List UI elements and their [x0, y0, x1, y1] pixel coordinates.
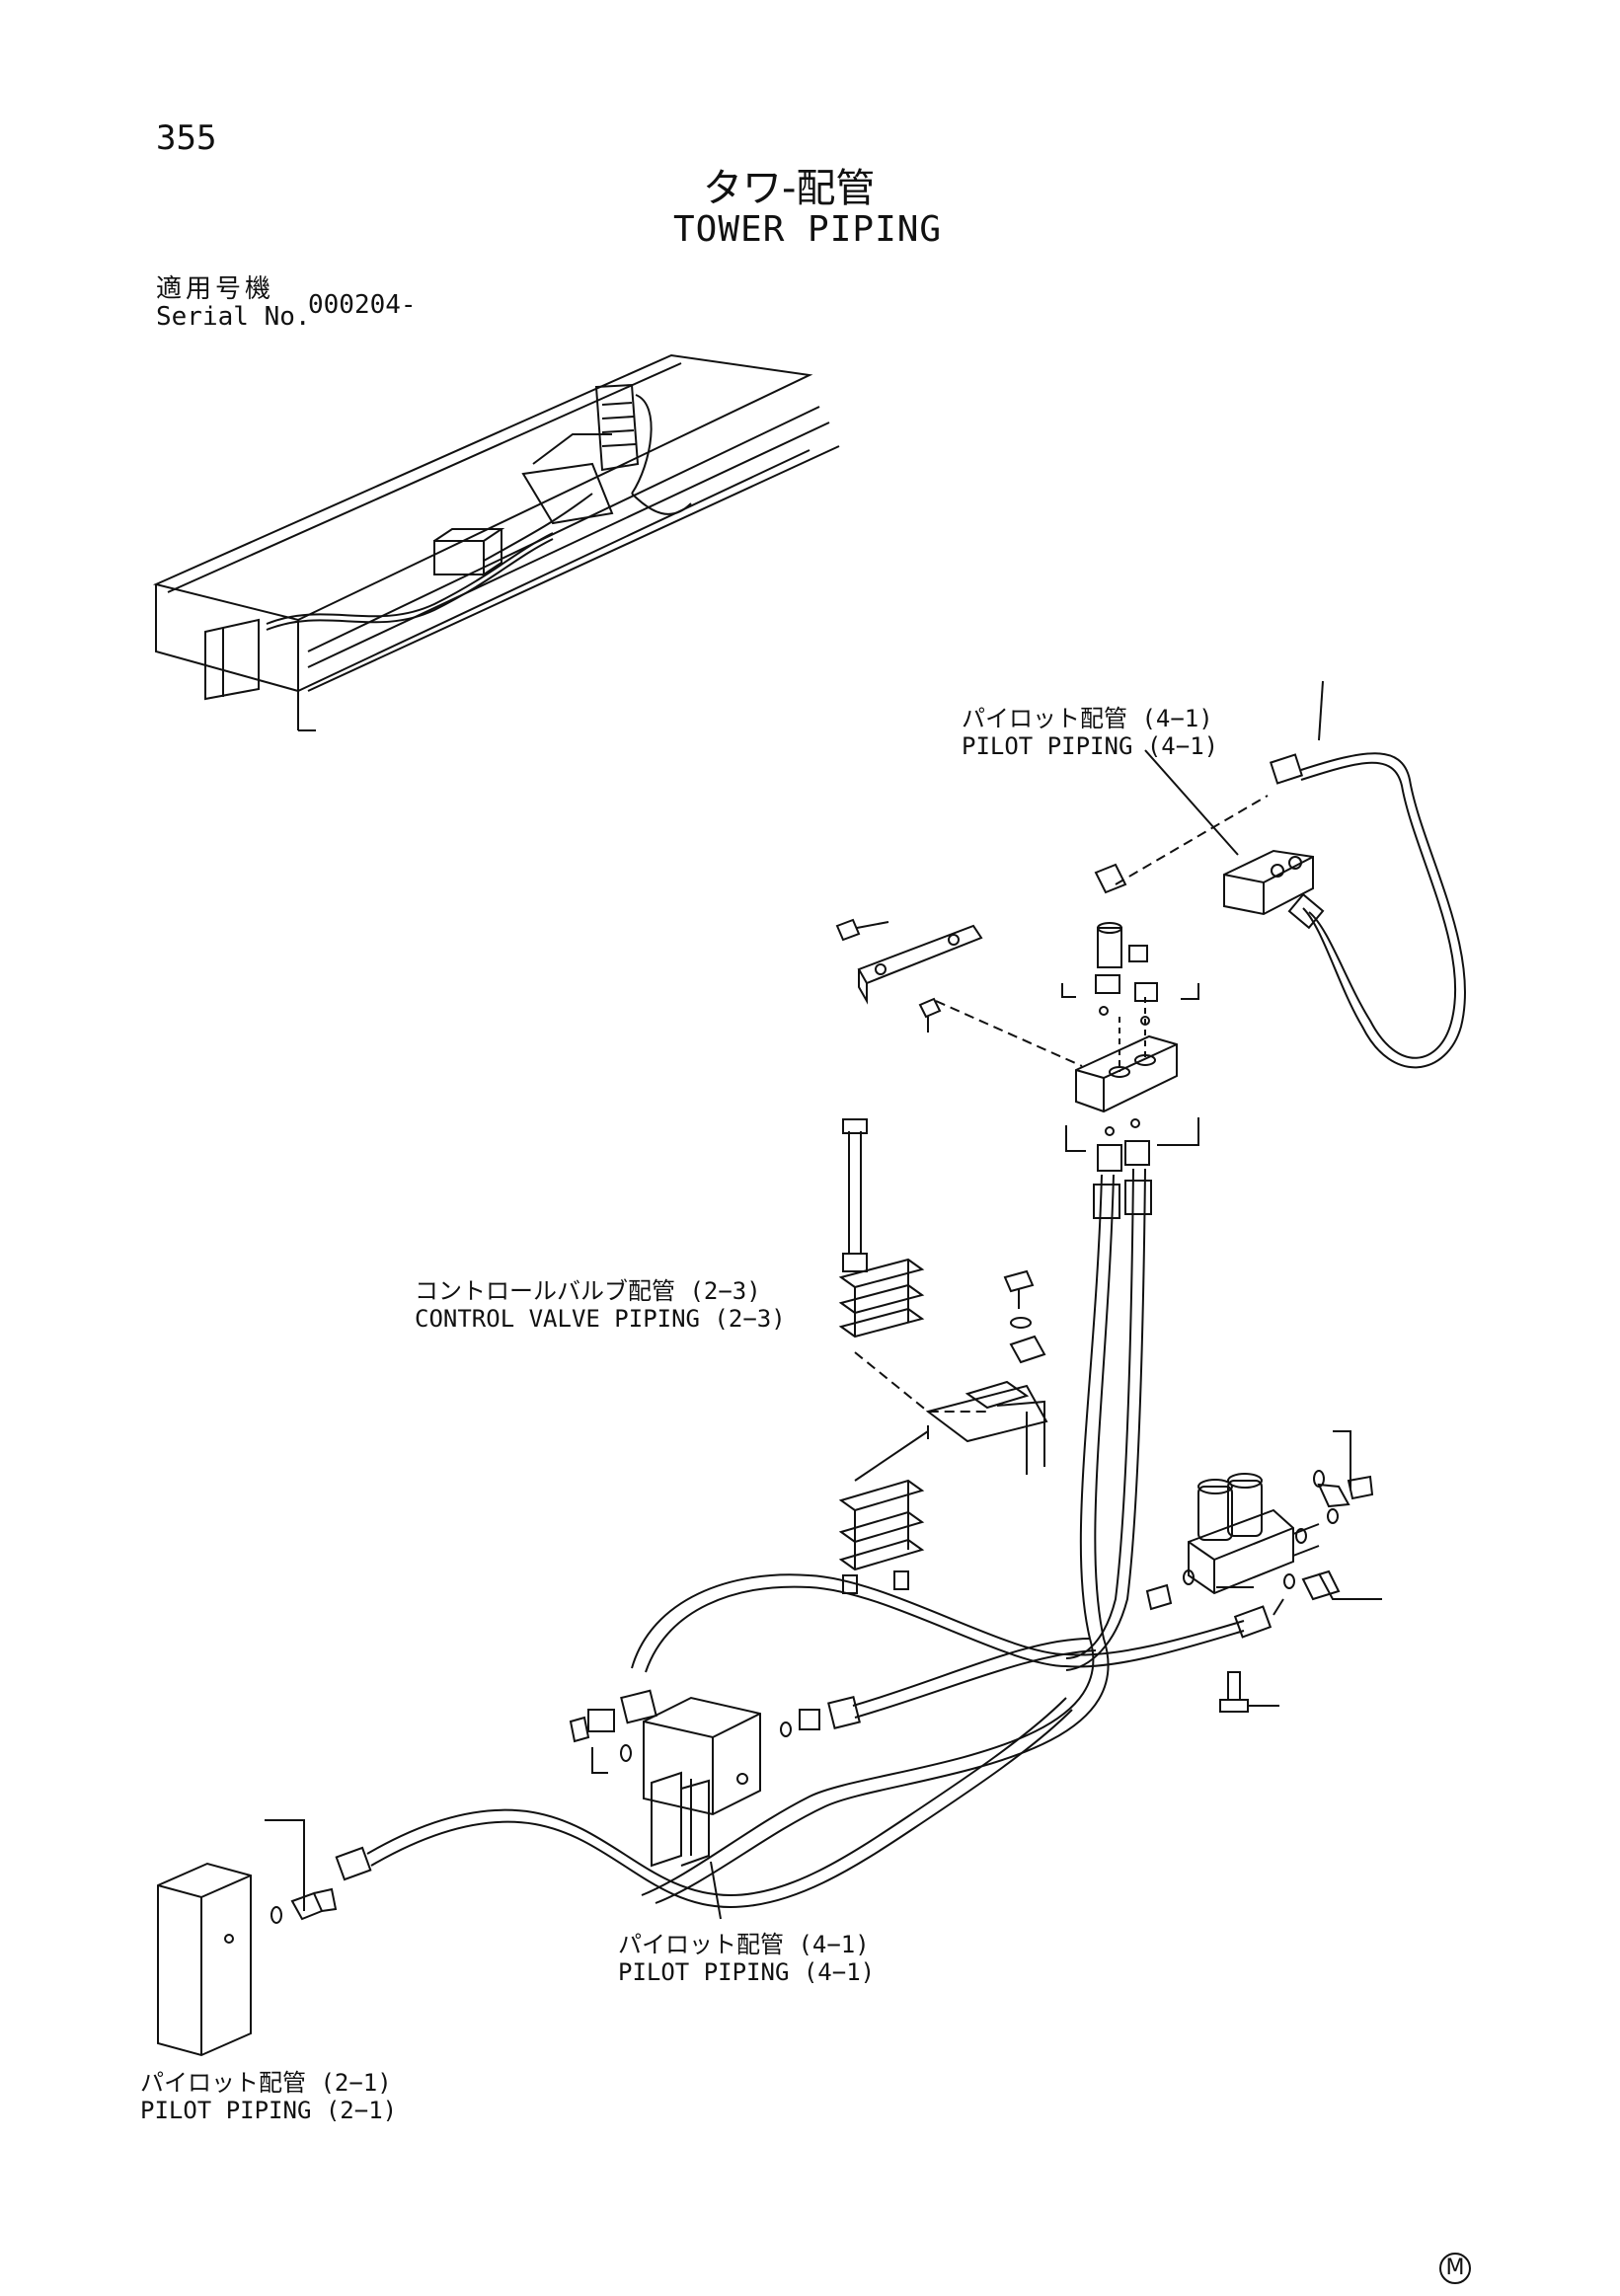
hose-09	[1269, 752, 1466, 1069]
centerline-10	[1115, 795, 1269, 885]
page-number: 355	[156, 118, 217, 158]
pilot-block-bottom	[643, 1696, 761, 1920]
tower-overview-sketch	[152, 353, 840, 731]
pilot-box-21	[157, 1862, 252, 2057]
reference-pilot-41-bottom-jp: パイロット配管 (4−1)	[618, 1931, 870, 1958]
reference-pilot-21-jp: パイロット配管 (2−1)	[140, 2069, 392, 2097]
reference-pilot-41-top-en: PILOT PIPING (4−1)	[962, 732, 1219, 760]
reference-pilot-21-en: PILOT PIPING (2−1)	[140, 2097, 398, 2124]
serial-label-japanese: 適用号機	[156, 274, 275, 304]
serial-number-value: 000204-	[308, 290, 417, 320]
fitting-cluster-top	[835, 863, 1199, 1172]
hose-from-valve	[631, 1573, 1284, 1673]
hoses-24-20	[641, 1168, 1152, 1904]
solenoid-valve-00	[1145, 1430, 1382, 1713]
reference-pilot-41-top-jp: パイロット配管 (4−1)	[962, 705, 1213, 732]
page-title-japanese: タワ-配管	[703, 166, 876, 211]
fittings-06-07	[569, 1689, 657, 1774]
leader-pilot-top	[1144, 749, 1239, 856]
bracket-assembly-35	[838, 1118, 1048, 1594]
reference-control-valve-en: CONTROL VALVE PIPING (2−3)	[415, 1305, 786, 1333]
maker-mark: M	[1439, 2253, 1471, 2284]
serial-label: Serial No.	[156, 302, 311, 332]
pilot-block-top	[1223, 849, 1314, 916]
hose-21	[780, 1638, 1097, 1737]
reference-control-valve-jp: コントロールバルブ配管 (2−3)	[415, 1277, 761, 1305]
hose-25	[265, 1697, 1073, 1924]
page-title: TOWER PIPING	[673, 209, 943, 250]
reference-pilot-41-bottom-en: PILOT PIPING (4−1)	[618, 1958, 876, 1986]
leader-09	[1318, 680, 1324, 741]
